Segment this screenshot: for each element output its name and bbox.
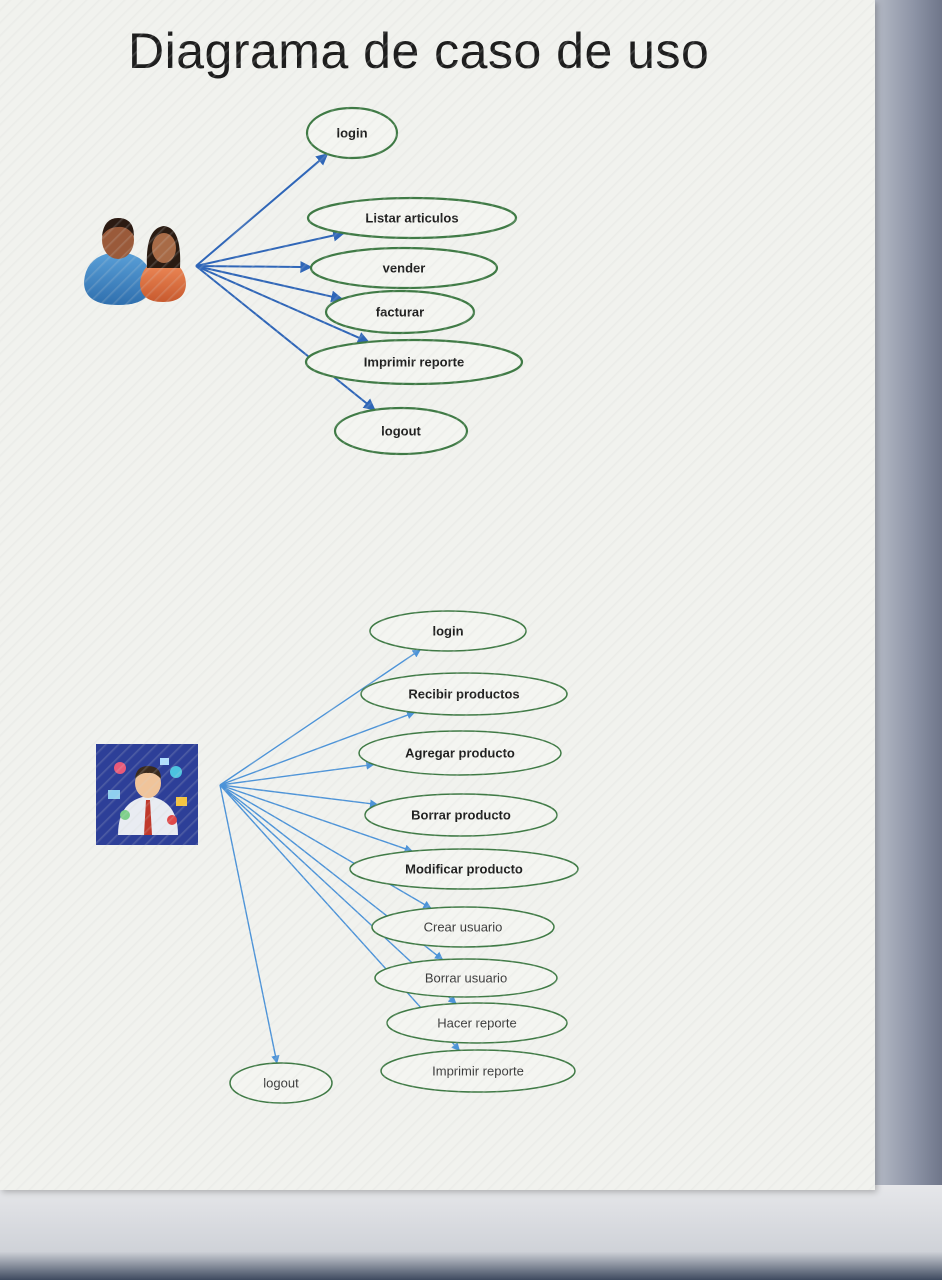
use-case-label-imprimir-reporte: Imprimir reporte (432, 1064, 524, 1079)
association-arrow-login (219, 649, 422, 786)
use-case-ellipse-login (305, 106, 399, 160)
use-case-ellipse-login (369, 610, 527, 652)
use-case-label-recibir-productos: Recibir productos (408, 687, 519, 702)
monitor-edge (872, 0, 942, 1280)
use-case-label-login: login (432, 624, 463, 639)
use-case-label-listar-articulos: Listar articulos (365, 211, 458, 226)
use-case-label-hacer-reporte: Hacer reporte (437, 1016, 516, 1031)
association-arrow-listar-articulos (195, 229, 346, 267)
association-arrow-imprimir-reporte (195, 265, 370, 344)
association-arrow-login (195, 153, 329, 267)
use-case-label-agregar-producto: Agregar producto (405, 746, 515, 761)
use-case-ellipse-listar-articulos (306, 196, 518, 240)
use-case-label-logout: logout (381, 424, 421, 439)
monitor-bottom-edge (0, 1185, 942, 1280)
use-case-label-facturar: facturar (376, 305, 424, 320)
use-case-ellipse-agregar-producto (358, 730, 562, 776)
document-page: Diagrama de caso de uso (0, 0, 875, 1190)
use-case-ellipse-borrar-usuario (374, 958, 558, 998)
use-case-ellipse-hacer-reporte (386, 1002, 568, 1044)
use-case-ellipse-imprimir-reporte (380, 1049, 576, 1093)
association-arrow-logout (195, 265, 376, 411)
use-case-ellipse-logout (333, 406, 469, 456)
users-icon (84, 218, 186, 305)
association-arrow-agregar-producto (219, 761, 375, 786)
association-arrow-vender (195, 261, 313, 274)
use-case-ellipse-recibir-productos (360, 672, 568, 716)
use-case-label-borrar-producto: Borrar producto (411, 808, 511, 823)
admin-icon (96, 744, 198, 845)
use-case-ellipse-facturar (324, 289, 476, 335)
use-case-ellipse-vender (309, 246, 499, 290)
association-arrow-recibir-productos (219, 711, 416, 786)
association-arrow-facturar (195, 265, 344, 303)
use-case-label-crear-usuario: Crear usuario (424, 920, 503, 935)
use-case-label-borrar-usuario: Borrar usuario (425, 971, 507, 986)
association-arrow-logout (219, 784, 280, 1064)
use-case-ellipse-borrar-producto (364, 793, 558, 837)
use-case-label-imprimir-reporte: Imprimir reporte (364, 355, 464, 370)
association-arrow-crear-usuario (219, 784, 432, 909)
use-case-ellipse-imprimir-reporte (304, 338, 524, 386)
association-arrow-borrar-producto (219, 784, 379, 808)
use-case-ellipse-crear-usuario (371, 906, 555, 948)
use-case-label-login: login (336, 126, 367, 141)
association-arrow-imprimir-reporte (219, 784, 460, 1052)
use-case-label-vender: vender (383, 261, 426, 276)
use-case-ellipse-logout (229, 1062, 333, 1104)
page-title: Diagrama de caso de uso (128, 23, 710, 79)
use-case-label-modificar-producto: Modificar producto (405, 862, 523, 877)
association-arrow-modificar-producto (219, 784, 414, 853)
use-case-label-logout: logout (263, 1076, 299, 1091)
use-case-ellipse-modificar-producto (349, 848, 579, 890)
